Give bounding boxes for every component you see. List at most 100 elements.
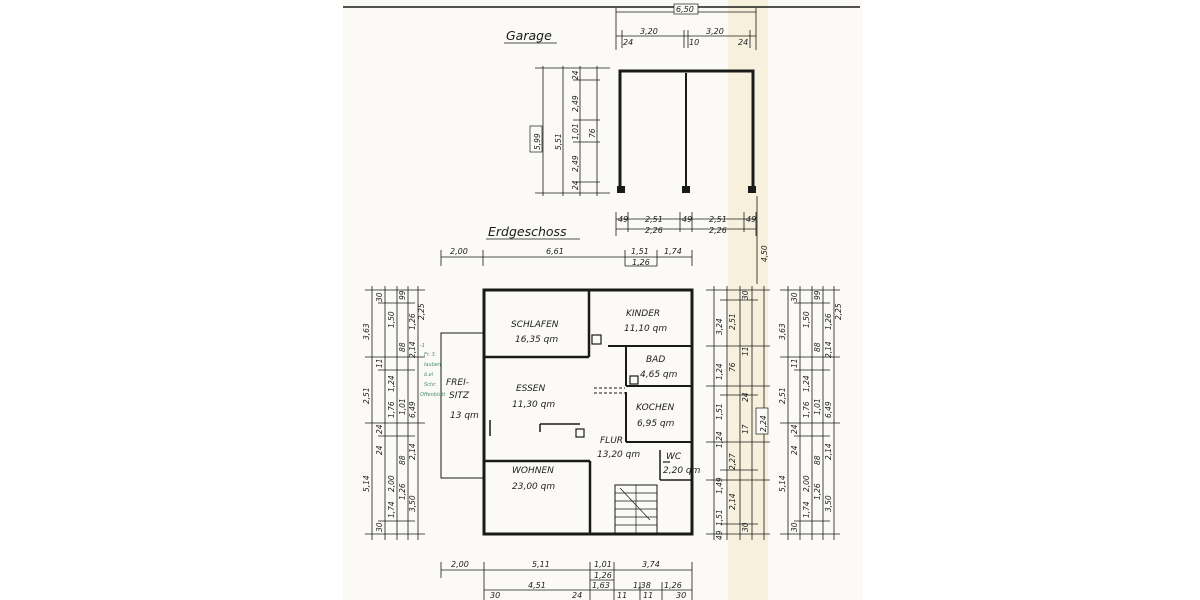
svg-text:24: 24 (375, 445, 384, 455)
svg-text:24: 24 (571, 180, 580, 190)
svg-text:24: 24 (375, 424, 384, 434)
garage-top-dimensions: 6,50 3,20 3,20 24 10 24 (615, 3, 757, 50)
svg-text:1,26: 1,26 (813, 483, 822, 500)
room-flur: FLUR 13,20 qm (597, 436, 640, 460)
svg-text:ö.el: ö.el (424, 372, 434, 378)
svg-text:WOHNEN: WOHNEN (512, 466, 554, 476)
svg-text:24: 24 (790, 445, 799, 455)
room-wohnen: WOHNEN 23,00 qm (512, 466, 555, 492)
svg-text:88: 88 (813, 455, 822, 465)
svg-text:1,49: 1,49 (715, 477, 724, 494)
svg-text:30: 30 (490, 591, 500, 600)
svg-text:KOCHEN: KOCHEN (636, 403, 674, 413)
svg-text:24: 24 (738, 38, 748, 47)
svg-text:1,01: 1,01 (571, 123, 580, 140)
svg-text:SCHLAFEN: SCHLAFEN (511, 320, 559, 330)
svg-text:2,25: 2,25 (834, 303, 843, 320)
svg-text:13,20 qm: 13,20 qm (597, 450, 640, 460)
svg-text:2,24: 2,24 (759, 415, 768, 432)
svg-text:1,74: 1,74 (664, 247, 682, 256)
svg-text:5,51: 5,51 (554, 133, 563, 150)
svg-text:2,20 qm: 2,20 qm (663, 466, 701, 476)
svg-text:WC: WC (666, 452, 682, 462)
svg-text:1,26: 1,26 (398, 483, 407, 500)
svg-text:5,14: 5,14 (362, 475, 371, 492)
room-freisitz: FREI- SITZ 13 qm (446, 378, 479, 421)
svg-text:2,00: 2,00 (387, 475, 396, 492)
svg-text:SITZ: SITZ (449, 391, 470, 401)
svg-text:1,24: 1,24 (802, 375, 811, 392)
svg-text:2,14: 2,14 (408, 341, 417, 358)
svg-text:11: 11 (790, 358, 799, 368)
svg-text:6,61: 6,61 (546, 247, 564, 256)
svg-text:88: 88 (398, 342, 407, 352)
svg-text:24: 24 (571, 70, 580, 80)
svg-text:3,50: 3,50 (824, 495, 833, 512)
svg-text:13 qm: 13 qm (450, 411, 479, 421)
svg-text:-1: -1 (420, 343, 425, 349)
svg-text:1,26: 1,26 (632, 258, 650, 267)
svg-text:Schr.: Schr. (424, 382, 436, 388)
svg-text:99: 99 (813, 290, 822, 300)
svg-text:11,30 qm: 11,30 qm (512, 400, 555, 410)
blueprint-sheet (343, 0, 863, 600)
svg-text:10: 10 (689, 38, 699, 47)
svg-text:1,50: 1,50 (387, 311, 396, 328)
svg-text:24: 24 (741, 392, 750, 402)
svg-text:lauben: lauben (424, 362, 441, 368)
svg-text:1,01: 1,01 (398, 398, 407, 415)
svg-text:88: 88 (813, 342, 822, 352)
svg-text:24: 24 (790, 424, 799, 434)
svg-text:3,50: 3,50 (408, 495, 417, 512)
svg-text:3,20: 3,20 (640, 27, 658, 36)
svg-text:1,74: 1,74 (802, 501, 811, 518)
room-bad: BAD 4,65 qm (640, 355, 678, 380)
svg-text:3,24: 3,24 (715, 318, 724, 335)
svg-text:1,26: 1,26 (664, 581, 682, 590)
svg-text:5,11: 5,11 (532, 560, 550, 569)
svg-text:2,51: 2,51 (709, 215, 727, 224)
svg-text:1,38: 1,38 (633, 581, 651, 590)
svg-text:2,27: 2,27 (728, 453, 737, 470)
svg-text:2,49: 2,49 (571, 155, 580, 172)
room-wc: WC 2,20 qm (663, 452, 701, 476)
svg-text:FREI-: FREI- (446, 378, 469, 388)
svg-text:2,51: 2,51 (362, 387, 371, 404)
svg-text:1,51: 1,51 (715, 403, 724, 420)
svg-text:2,26: 2,26 (709, 226, 727, 235)
garage-total-width: 6,50 (676, 5, 694, 14)
svg-text:30: 30 (790, 292, 799, 302)
svg-text:99: 99 (398, 290, 407, 300)
svg-text:ESSEN: ESSEN (516, 384, 545, 394)
ground-floor-walls (440, 288, 694, 536)
svg-text:1,76: 1,76 (802, 401, 811, 418)
ground-left-dimensions: 3,63 2,51 5,14 30 11 24 24 30 1,50 1,24 … (362, 286, 426, 540)
svg-text:1,26: 1,26 (408, 313, 417, 330)
svg-text:3,63: 3,63 (362, 323, 371, 340)
ground-right-outer-dimensions: 3,63 2,51 5,14 30 11 24 24 30 1,50 1,24 … (778, 286, 843, 540)
svg-text:2,00: 2,00 (451, 560, 469, 569)
svg-text:4,65 qm: 4,65 qm (640, 370, 678, 380)
svg-text:5,14: 5,14 (778, 475, 787, 492)
svg-text:2,51: 2,51 (728, 313, 737, 330)
svg-text:6,49: 6,49 (824, 401, 833, 418)
svg-text:11: 11 (617, 591, 627, 600)
svg-text:1,24: 1,24 (715, 431, 724, 448)
svg-text:4,51: 4,51 (528, 581, 546, 590)
svg-text:49: 49 (618, 215, 628, 224)
svg-text:1,24: 1,24 (387, 375, 396, 392)
svg-text:24: 24 (623, 38, 633, 47)
svg-text:30: 30 (741, 290, 750, 300)
svg-text:2,14: 2,14 (728, 493, 737, 510)
svg-text:2,51: 2,51 (778, 387, 787, 404)
garage-left-dimensions: 5,99 5,51 24 2,49 1,01 2,49 24 76 (529, 66, 610, 196)
svg-text:BAD: BAD (646, 355, 665, 365)
svg-text:1,51: 1,51 (631, 247, 649, 256)
svg-text:Fr. 3.: Fr. 3. (424, 352, 436, 358)
garage-heading: Garage (506, 28, 552, 43)
svg-text:1,24: 1,24 (715, 363, 724, 380)
svg-text:2,14: 2,14 (824, 341, 833, 358)
svg-text:2,51: 2,51 (645, 215, 663, 224)
handwritten-note: -1 Fr. 3. lauben ö.el Schr. Offenblatt (420, 343, 446, 398)
